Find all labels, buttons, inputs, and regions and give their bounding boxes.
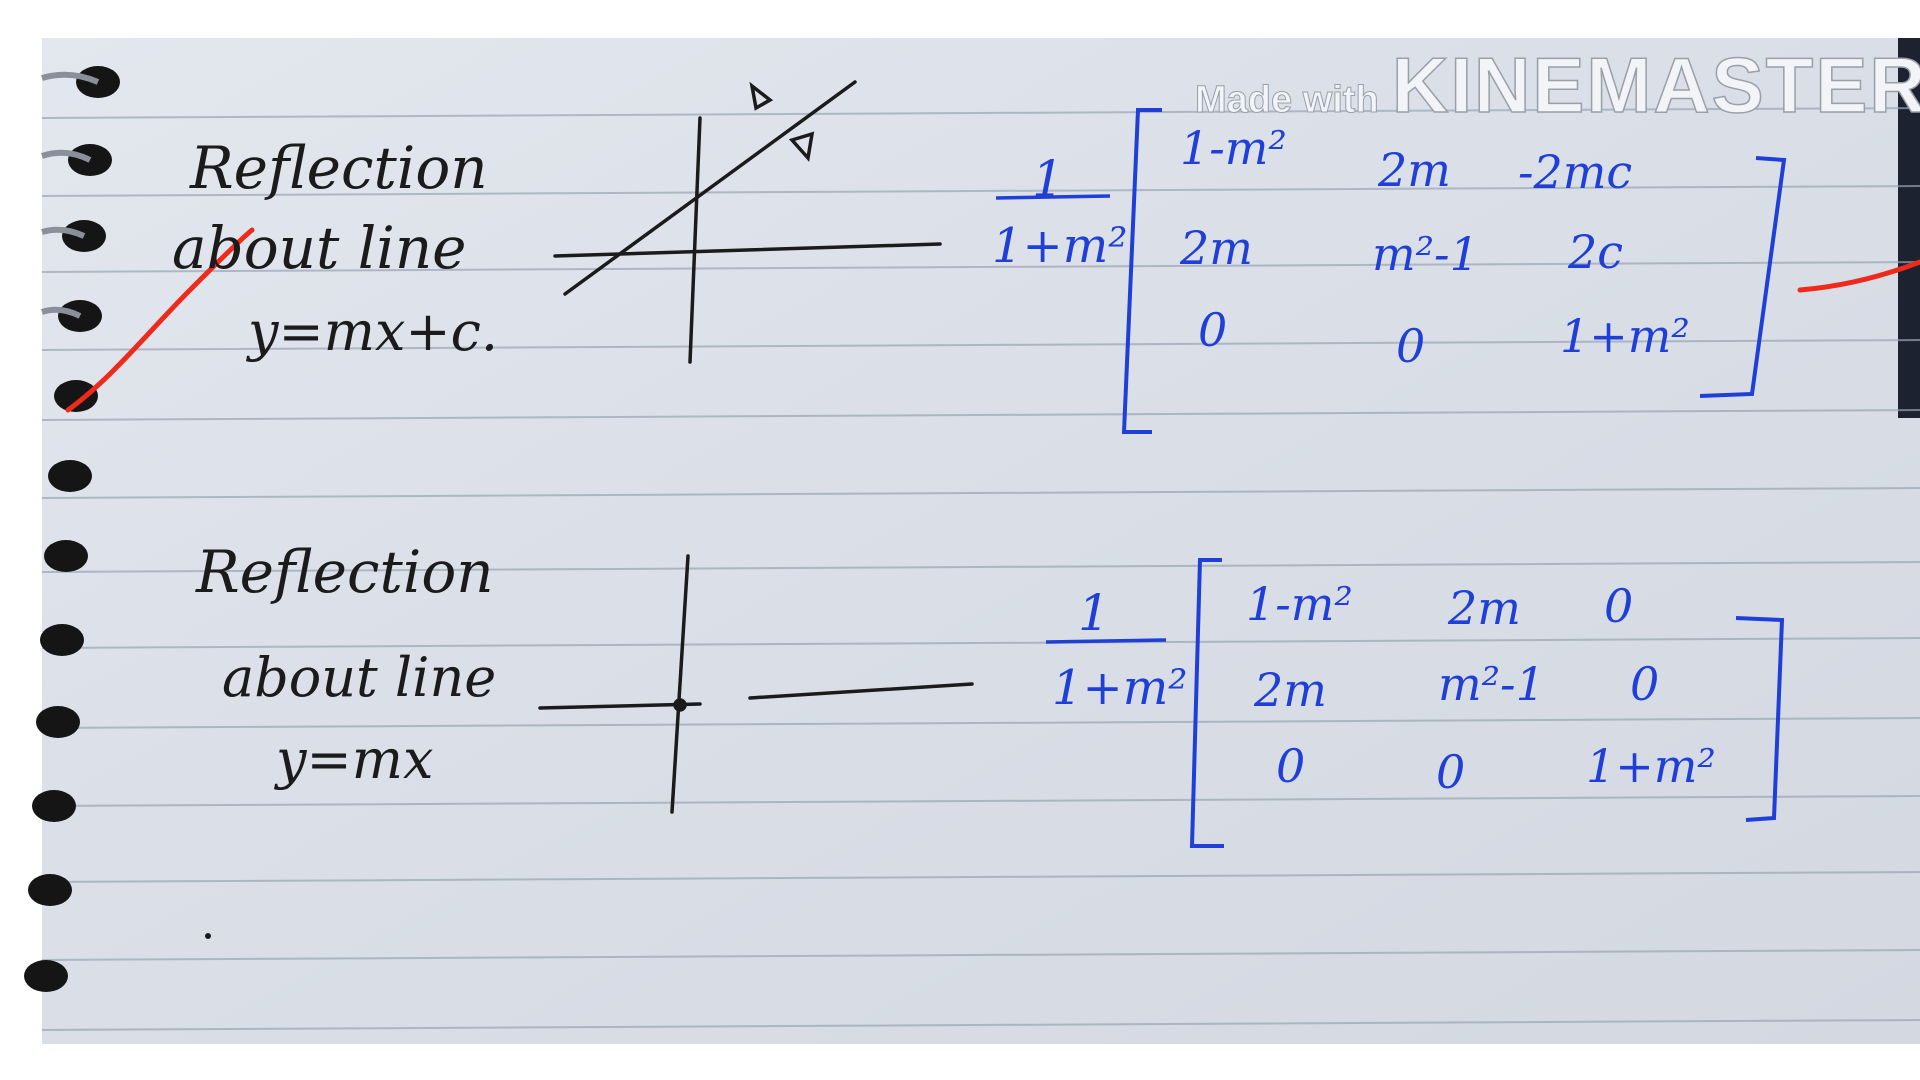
section2-matrix: 1-m² 2m 0 2m m²-1 0 0 0 1+m² xyxy=(1246,577,1716,799)
section1-label-line3: y=mx+c. xyxy=(246,300,498,363)
section1-m-r1c1: 1-m² xyxy=(1180,121,1287,175)
section1-label-line2: about line xyxy=(172,214,467,282)
section1-label: Reflection about line y=mx+c. xyxy=(172,134,498,363)
spiral-wire xyxy=(41,71,100,319)
section2-x-axis-right xyxy=(748,682,974,700)
section1-y-axis xyxy=(688,116,702,364)
section1-fraction-bar xyxy=(995,194,1111,200)
section2-m-r1c1: 1-m² xyxy=(1246,577,1353,631)
section2-m-r2c1: 2m xyxy=(1253,663,1327,717)
section1-right-bracket xyxy=(1699,156,1787,398)
section1-m-r2c1: 2m xyxy=(1179,221,1253,275)
section1-reflection-line xyxy=(563,80,857,296)
section1-matrix: 1-m² 2m -2mc 2m m²-1 2c 0 0 1+m² xyxy=(1179,121,1690,373)
section1-fraction-denominator: 1+m² xyxy=(992,218,1128,274)
section2-label-line3: y=mx xyxy=(274,728,433,791)
red-pen-mark-right xyxy=(1797,259,1920,293)
section1-m-r2c2: m²-1 xyxy=(1372,227,1479,281)
section1-label-line1: Reflection xyxy=(189,134,488,202)
section1-triangle-upper xyxy=(749,81,774,111)
section1-m-r3c1: 0 xyxy=(1198,303,1227,357)
section2-label-line2: about line xyxy=(222,646,496,709)
section1-fraction-numerator: 1 xyxy=(1032,150,1064,208)
red-pen-mark-left xyxy=(65,227,255,413)
section2-y-axis xyxy=(670,554,690,814)
section1-m-r1c2: 2m xyxy=(1377,143,1451,197)
section1-axes-diagram xyxy=(553,80,942,364)
section1-m-r2c3: 2c xyxy=(1567,225,1623,279)
section2-m-r2c2: m²-1 xyxy=(1438,657,1545,711)
section2-m-r2c3: 0 xyxy=(1630,657,1659,711)
section2-origin-point xyxy=(673,698,687,712)
section2-m-r3c2: 0 xyxy=(1436,745,1465,799)
section1-m-r3c3: 1+m² xyxy=(1560,309,1690,363)
section1-m-r3c2: 0 xyxy=(1396,319,1425,373)
section1-m-r1c3: -2mc xyxy=(1518,145,1632,199)
section2-m-r3c3: 1+m² xyxy=(1586,739,1716,793)
section2-m-r1c2: 2m xyxy=(1447,581,1521,635)
section2-m-r1c3: 0 xyxy=(1604,579,1633,633)
ruled-lines xyxy=(41,107,1920,1031)
section2-fraction-denominator: 1+m² xyxy=(1052,660,1188,716)
right-edge-shadow xyxy=(1898,38,1920,418)
section1-triangle-lower xyxy=(788,131,815,162)
section2-left-bracket xyxy=(1189,558,1224,848)
section2-right-bracket xyxy=(1735,616,1785,822)
section2-label-line1: Reflection xyxy=(195,538,494,606)
watermark-brand: KINEMASTER xyxy=(1392,41,1920,129)
section1-left-bracket xyxy=(1121,108,1162,434)
watermark-made-with: Made with xyxy=(1195,79,1379,121)
section2-axes-diagram xyxy=(538,554,974,814)
stray-dot xyxy=(205,933,211,939)
section2-label: Reflection about line y=mx xyxy=(195,538,496,791)
section2-m-r3c1: 0 xyxy=(1276,739,1305,793)
section2-fraction-bar xyxy=(1045,638,1167,644)
section2-fraction-numerator: 1 xyxy=(1078,584,1110,642)
